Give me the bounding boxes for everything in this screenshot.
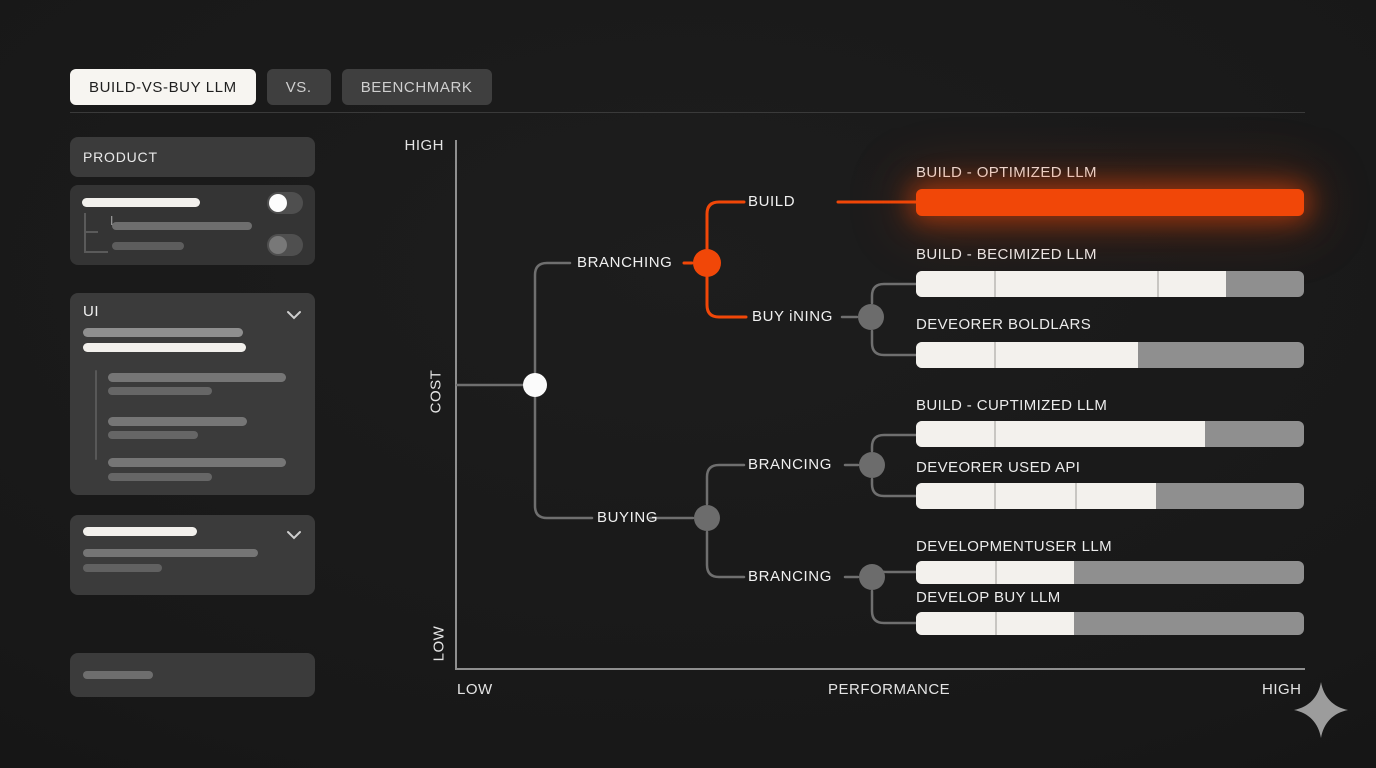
bar-label: BUILD - BECIMIZED LLM: [916, 246, 1097, 263]
sidebar-card-mini[interactable]: [70, 653, 315, 697]
y-axis-title: COST: [427, 369, 445, 414]
edge-root-branching: [533, 261, 572, 375]
edge-branching-buyining: [705, 275, 748, 319]
edge-buying-brancing-upper: [705, 463, 746, 506]
bar-label: DEVEORER USED API: [916, 459, 1081, 476]
sidebar-card-ui: UI: [70, 293, 315, 495]
connector-glyph: L: [110, 213, 118, 228]
toggle-switch-on[interactable]: [267, 192, 303, 214]
bar-build-cuptimized-llm: [916, 421, 1304, 447]
branching-node-active[interactable]: [693, 249, 721, 277]
edge-to-bar1: [870, 282, 918, 305]
skeleton-text: [108, 473, 212, 481]
edge-buying-brancing-lower: [705, 530, 746, 579]
bar-label: BUILD - OPTIMIZED LLM: [916, 164, 1097, 181]
tree-label-buying: BUYING: [597, 509, 659, 526]
x-axis-title: PERFORMANCE: [828, 681, 951, 698]
edge-to-bar2: [870, 329, 918, 357]
sidebar-card-product[interactable]: PRODUCT: [70, 137, 315, 177]
skeleton-text: [108, 431, 198, 439]
brancing-upper-node[interactable]: [859, 452, 885, 478]
tree-label-branching: BRANCHING: [577, 254, 673, 271]
bar-label: BUILD - CUPTIMIZED LLM: [916, 397, 1108, 414]
skeleton-text: [83, 549, 258, 557]
tree-connector: [84, 213, 108, 253]
edge-to-bar6: [870, 589, 918, 625]
tab-vs[interactable]: VS.: [266, 69, 331, 105]
sidebar-card-toggles: L: [70, 185, 315, 265]
skeleton-text: [83, 328, 243, 337]
toggle-knob: [269, 194, 287, 212]
skeleton-text: [83, 527, 197, 536]
indent-guide: [95, 370, 97, 460]
x-axis-high-label: HIGH: [1262, 681, 1302, 698]
bar-deveorer-used-api: [916, 483, 1304, 509]
y-axis-low-label: LOW: [430, 625, 448, 662]
toggle-switch-off[interactable]: [267, 234, 303, 256]
skeleton-text: [83, 564, 162, 572]
skeleton-text: [83, 343, 246, 352]
bar-developmentuser-llm: [916, 561, 1304, 584]
edge-root-buying: [533, 395, 594, 520]
bar-label: DEVELOP BUY LLM: [916, 589, 1061, 606]
buyining-node[interactable]: [858, 304, 884, 330]
buying-node[interactable]: [694, 505, 720, 531]
sparkle-icon: [1294, 682, 1348, 743]
skeleton-text: [108, 387, 212, 395]
skeleton-text: [108, 458, 286, 467]
skeleton-text: [112, 242, 184, 250]
tab-benchmark[interactable]: BEENCHMARK: [341, 69, 492, 105]
chevron-down-icon[interactable]: [286, 307, 302, 325]
tab-build-vs-buy-llm[interactable]: BUILD-VS-BUY LLM: [70, 69, 256, 105]
toggle-knob: [269, 236, 287, 254]
skeleton-text: [83, 671, 153, 679]
skeleton-text: [112, 222, 252, 230]
bar-develop-buy-llm: [916, 612, 1304, 635]
skeleton-text: [82, 198, 200, 207]
root-node[interactable]: [523, 373, 547, 397]
chevron-down-icon[interactable]: [286, 527, 302, 545]
edge-to-bar4: [870, 477, 918, 498]
bar-deveorer-boldlars: [916, 342, 1304, 368]
tree-label-build: BUILD: [748, 193, 796, 210]
edge-branching-build: [705, 200, 746, 251]
axis-lines: [455, 140, 1305, 670]
tree-label-brancing-upper: BRANCING: [748, 456, 832, 473]
bar-build-becimized-llm: [916, 271, 1304, 297]
skeleton-text: [108, 373, 286, 382]
bar-build-optimized-llm: [916, 189, 1304, 216]
x-axis-low-label: LOW: [457, 681, 493, 698]
tree-label-buy-ining: BUY iNING: [752, 308, 833, 325]
tab-bar: BUILD-VS-BUY LLM VS. BEENCHMARK: [70, 69, 492, 105]
product-label: PRODUCT: [83, 149, 158, 165]
edge-to-bar3: [870, 433, 918, 453]
ui-section-label: UI: [83, 303, 99, 320]
tree-label-brancing-lower: BRANCING: [748, 568, 832, 585]
sidebar-card-collapsed: [70, 515, 315, 595]
skeleton-text: [108, 417, 247, 426]
header-divider: [70, 112, 1305, 113]
bar-label: DEVELOPMENTUSER LLM: [916, 538, 1112, 555]
brancing-lower-node[interactable]: [859, 564, 885, 590]
y-axis-high-label: HIGH: [404, 137, 444, 154]
bar-label: DEVEORER BOLDLARS: [916, 316, 1092, 333]
